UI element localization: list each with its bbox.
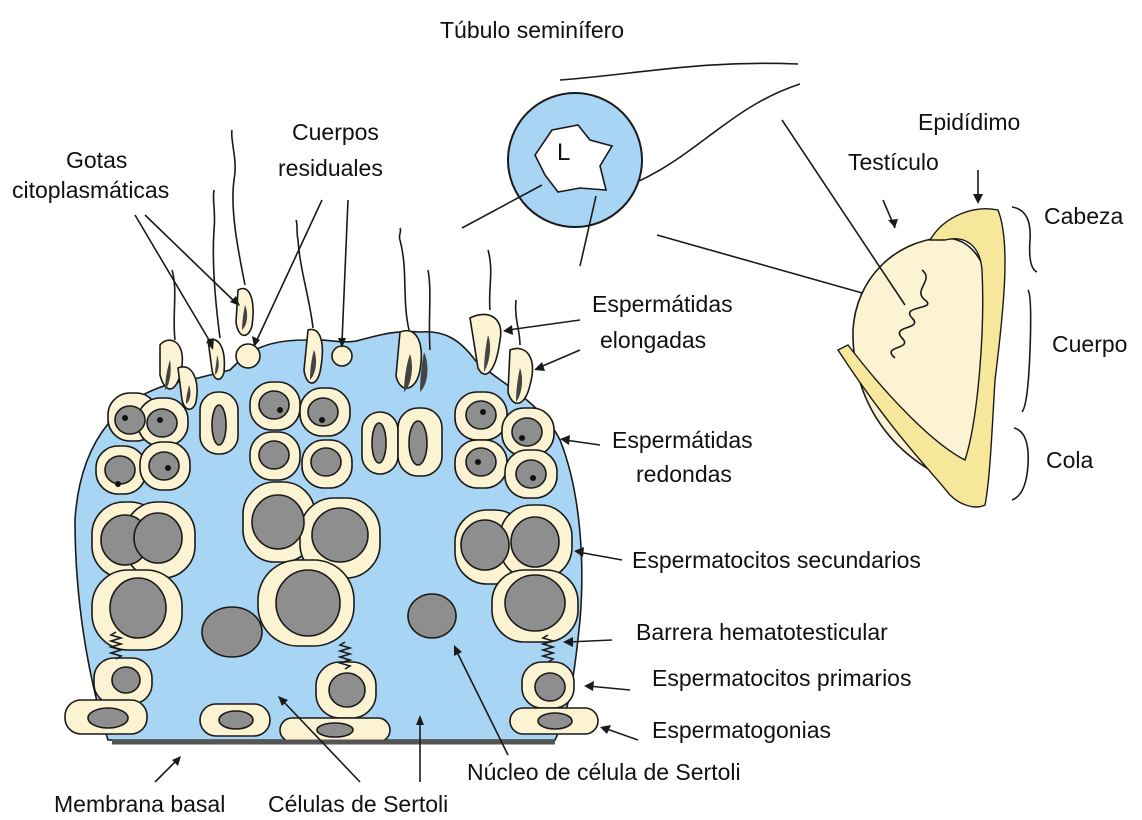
lumen-label: L [557, 139, 570, 166]
espermatocitos-prim-label: Espermatocitos primarios [652, 665, 911, 691]
sertoli-nucleus-1 [202, 607, 262, 657]
residual-body-1 [236, 344, 260, 368]
nucleo-sertoli-label: Núcleo de célula de Sertoli [467, 759, 741, 785]
sertoli-nucleus-2 [408, 594, 456, 638]
esp-red-label-line2: redondas [636, 461, 732, 487]
espermatocitos-sec-label: Espermatocitos secundarios [632, 547, 921, 573]
celulas-sertoli-label: Células de Sertoli [268, 791, 448, 817]
epididimo-label: Epidídimo [918, 109, 1020, 135]
epithelium [65, 130, 598, 742]
tubulo-label: Túbulo seminífero [440, 17, 624, 43]
cuerpos-label-line2: residuales [278, 155, 383, 181]
testis-epididymis [782, 120, 1037, 507]
cabeza-label: Cabeza [1044, 203, 1123, 229]
cuerpo-label: Cuerpo [1052, 331, 1127, 357]
cuerpos-label-line1: Cuerpos [292, 119, 379, 145]
esp-red-label-line1: Espermátidas [612, 427, 753, 453]
barrera-label: Barrera hematotesticular [636, 619, 888, 645]
membrana-label: Membrana basal [54, 791, 225, 817]
esp-elong-label-line1: Espermátidas [592, 291, 733, 317]
cola-label: Cola [1046, 447, 1094, 473]
residual-body-2 [332, 346, 352, 366]
espermatogonias-label: Espermatogonias [652, 717, 831, 743]
esp-elong-label-line2: elongadas [600, 327, 706, 353]
gotas-label-line2: citoplasmáticas [12, 177, 169, 203]
gotas-label-line1: Gotas [66, 147, 127, 173]
testiculo-label: Testículo [848, 149, 939, 175]
